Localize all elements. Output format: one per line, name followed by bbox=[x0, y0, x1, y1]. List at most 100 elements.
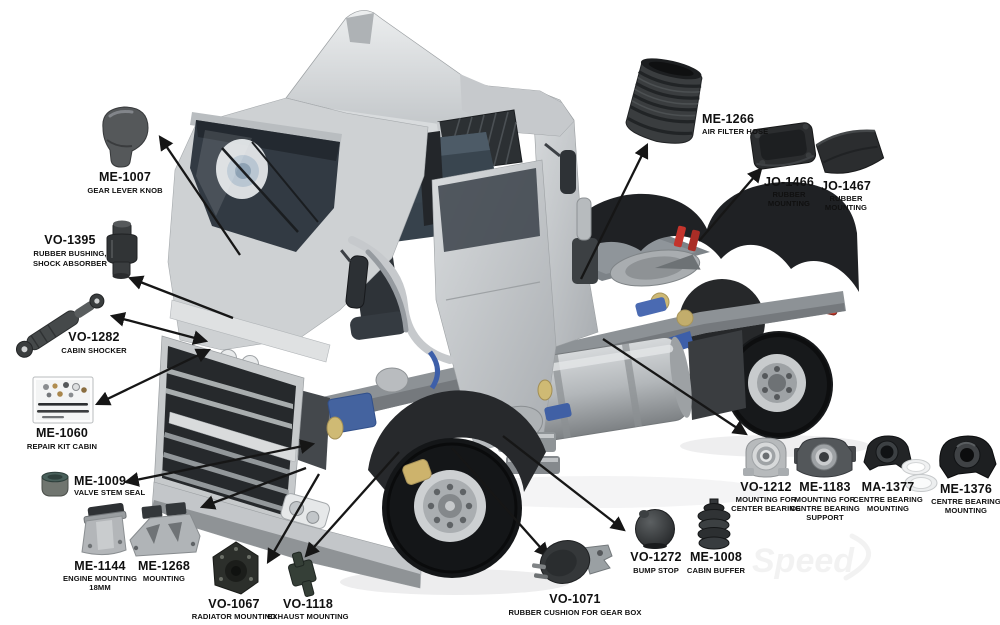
air-intake-pipe bbox=[576, 197, 592, 241]
engine-bay bbox=[298, 236, 572, 470]
part-label-jo-1466: JO-1466 RUBBER MOUNTING bbox=[764, 175, 814, 208]
part-desc-line: BUMP STOP bbox=[633, 566, 679, 575]
roof-deflector-flap bbox=[346, 13, 374, 44]
leader-arrow-me-1007 bbox=[158, 135, 241, 256]
part-code: ME-1268 bbox=[138, 559, 190, 573]
leader-arrow-vo-1395 bbox=[127, 275, 234, 320]
part-desc-line: CABIN SHOCKER bbox=[61, 346, 127, 355]
part-image-engine-mounting bbox=[81, 502, 127, 556]
part-code: VO-1395 bbox=[44, 233, 95, 247]
part-image-rubber-bushing bbox=[106, 220, 138, 279]
part-label-vo-1282: VO-1282 CABIN SHOCKER bbox=[61, 330, 127, 355]
part-desc-line: VALVE STEM SEAL bbox=[74, 488, 146, 497]
part-label-me-1008: ME-1008 CABIN BUFFER bbox=[687, 550, 746, 575]
part-code: VO-1071 bbox=[549, 592, 600, 606]
leader-arrow-me-1268 bbox=[199, 466, 307, 510]
front-wheel bbox=[382, 438, 522, 578]
part-desc-line: 18MM bbox=[89, 583, 111, 592]
part-desc-line: RUBBER bbox=[829, 194, 863, 203]
part-image-gear-lever-knob bbox=[102, 106, 149, 168]
part-code: ME-1007 bbox=[99, 170, 151, 184]
part-desc-line: RUBBER bbox=[772, 190, 806, 199]
leader-arrow-vo-1272 bbox=[502, 435, 626, 532]
part-code: VO-1272 bbox=[630, 550, 681, 564]
part-desc-line: GEAR LEVER KNOB bbox=[87, 186, 163, 195]
part-code: VO-1118 bbox=[283, 597, 333, 611]
part-image-centre-bearing-1377 bbox=[863, 435, 938, 492]
part-desc-line: CABIN BUFFER bbox=[687, 566, 746, 575]
part-code: ME-1008 bbox=[690, 550, 742, 564]
part-label-me-1268: ME-1268 MOUNTING bbox=[138, 559, 190, 583]
part-label-me-1376: ME-1376 CENTRE BEARING MOUNTING bbox=[931, 482, 1000, 515]
part-code: JO-1466 bbox=[764, 175, 814, 189]
part-code: JO-1467 bbox=[821, 179, 871, 193]
suspension-detail bbox=[635, 297, 667, 317]
brake-caliper bbox=[402, 459, 432, 485]
part-image-bump-stop bbox=[635, 509, 675, 549]
part-image-center-bearing-mount bbox=[743, 437, 789, 478]
part-label-ma-1377: MA-1377 CENTRE BEARING MOUNTING bbox=[853, 480, 923, 513]
right-mirror bbox=[544, 142, 576, 194]
watermark: Speed bbox=[752, 533, 872, 581]
part-label-vo-1212: VO-1212 MOUNTING FOR CENTER BEARING bbox=[731, 480, 801, 513]
watermark-text: Speed bbox=[752, 542, 855, 580]
part-label-vo-1272: VO-1272 BUMP STOP bbox=[630, 550, 681, 575]
part-desc-line: MOUNTING bbox=[143, 574, 185, 583]
leader-arrow-vo-1067 bbox=[266, 473, 320, 564]
leader-arrow-vo-1282 bbox=[109, 312, 209, 345]
part-desc-line: RADIATOR MOUNTING bbox=[192, 612, 277, 621]
part-desc-line: CENTRE BEARING bbox=[931, 497, 1000, 506]
rear-wheel bbox=[725, 331, 833, 439]
part-image-radiator-mounting bbox=[212, 541, 259, 595]
part-desc-line: CENTER BEARING bbox=[731, 504, 801, 513]
part-code: VO-1067 bbox=[208, 597, 259, 611]
part-label-vo-1395: VO-1395 RUBBER BUSHING, SHOCK ABSORBER bbox=[33, 233, 108, 268]
part-image-mounting-1268 bbox=[129, 502, 201, 557]
part-image-valve-stem-seal bbox=[41, 471, 69, 497]
part-image-centre-bearing-support bbox=[794, 437, 856, 478]
part-code: ME-1009 bbox=[74, 474, 126, 488]
part-desc-line: MOUNTING FOR bbox=[736, 495, 797, 504]
part-image-exhaust-mounting bbox=[287, 551, 317, 597]
leader-arrow-me-1009 bbox=[123, 439, 316, 487]
front-wheel-arch bbox=[368, 390, 546, 508]
fifth-wheel bbox=[609, 249, 701, 287]
part-label-vo-1071: VO-1071 RUBBER CUSHION FOR GEAR BOX bbox=[508, 592, 641, 617]
fender-red-marker bbox=[673, 225, 686, 248]
part-label-me-1009: ME-1009 VALVE STEM SEAL bbox=[74, 474, 146, 497]
part-label-me-1144: ME-1144 ENGINE MOUNTING 18MM bbox=[63, 559, 137, 592]
part-image-rubber-mounting-1467 bbox=[815, 129, 885, 174]
fender-red-marker bbox=[687, 229, 700, 252]
part-labels: ME-1007 GEAR LEVER KNOB VO-1395 RUBBER B… bbox=[27, 112, 1000, 621]
door-window bbox=[438, 168, 540, 252]
part-desc-line: REPAIR KIT CABIN bbox=[27, 442, 97, 451]
watermark-swoosh bbox=[843, 533, 872, 581]
leader-arrow-me-1266 bbox=[579, 142, 649, 280]
part-desc-line: MOUNTING FOR bbox=[795, 495, 856, 504]
part-image-centre-bearing-1376 bbox=[939, 435, 997, 479]
part-code: VO-1282 bbox=[68, 330, 119, 344]
part-desc-line: MOUNTING bbox=[825, 203, 867, 212]
part-code: ME-1060 bbox=[36, 426, 88, 440]
wiper bbox=[221, 147, 299, 233]
part-label-me-1266: ME-1266 AIR FILTER HOSE bbox=[702, 112, 768, 136]
leader-arrow-vo-1118 bbox=[304, 451, 400, 558]
air-intake bbox=[572, 238, 598, 284]
part-image-gearbox-cushion bbox=[531, 540, 613, 584]
part-desc-line: MOUNTING bbox=[768, 199, 810, 208]
part-desc-line: AIR FILTER HOSE bbox=[702, 127, 768, 136]
part-desc-line: SHOCK ABSORBER bbox=[33, 259, 108, 268]
part-desc-line: MOUNTING bbox=[945, 506, 987, 515]
leader-arrow-vo-1071 bbox=[451, 447, 550, 558]
part-label-me-1007: ME-1007 GEAR LEVER KNOB bbox=[87, 170, 163, 195]
part-label-me-1060: ME-1060 REPAIR KIT CABIN bbox=[27, 426, 97, 451]
front-trim-band bbox=[169, 299, 331, 363]
part-label-me-1183: ME-1183 MOUNTING FOR CENTRE BEARING SUPP… bbox=[790, 480, 860, 522]
part-code: ME-1266 bbox=[702, 112, 754, 126]
part-desc-line: MOUNTING bbox=[867, 504, 909, 513]
part-desc-line: RUBBER BUSHING, bbox=[33, 249, 106, 258]
part-thumbnails bbox=[15, 58, 997, 597]
wiper bbox=[251, 141, 319, 223]
engine-spring bbox=[326, 416, 344, 440]
